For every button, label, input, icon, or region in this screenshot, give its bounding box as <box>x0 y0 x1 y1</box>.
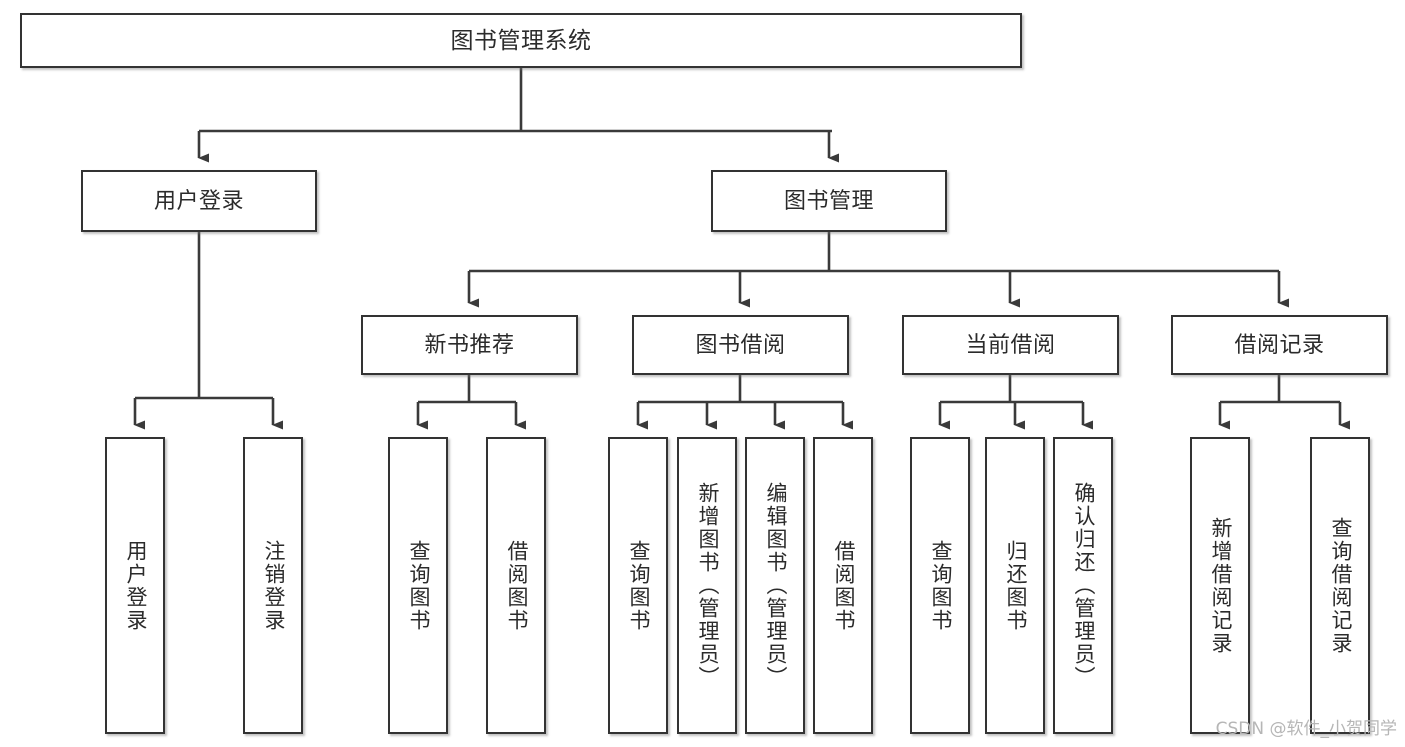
node-label: 图书借阅 <box>695 332 786 358</box>
node-label: 新书推荐 <box>424 332 515 358</box>
node-label: 查询图书 <box>627 539 651 632</box>
node-label: 新增图书（管理员） <box>696 482 720 689</box>
node-book-manage[interactable]: 图书管理 <box>711 170 947 232</box>
node-leaf-borrow-book-2[interactable]: 借阅图书 <box>813 437 873 734</box>
node-user-login[interactable]: 用户登录 <box>81 170 317 232</box>
node-label: 借阅图书 <box>505 539 529 632</box>
node-leaf-query-book-3[interactable]: 查询图书 <box>910 437 970 734</box>
connector-currentborrow-to-leaves <box>938 375 1093 430</box>
node-leaf-confirm-return[interactable]: 确认归还（管理员） <box>1053 437 1113 734</box>
node-leaf-add-book[interactable]: 新增图书（管理员） <box>677 437 737 734</box>
node-label: 查询借阅记录 <box>1329 516 1353 655</box>
node-label: 图书管理系统 <box>450 26 592 53</box>
node-current-borrow[interactable]: 当前借阅 <box>902 315 1119 375</box>
connector-borrowrecord-to-leaves <box>1218 375 1350 430</box>
node-leaf-logout-login[interactable]: 注销登录 <box>243 437 303 734</box>
node-label: 图书管理 <box>783 188 874 214</box>
node-book-borrow[interactable]: 图书借阅 <box>632 315 849 375</box>
node-label: 确认归还（管理员） <box>1072 482 1096 689</box>
node-leaf-borrow-book-1[interactable]: 借阅图书 <box>486 437 546 734</box>
node-label: 当前借阅 <box>965 332 1056 358</box>
node-root-system[interactable]: 图书管理系统 <box>20 13 1022 68</box>
node-new-book-recommend[interactable]: 新书推荐 <box>361 315 578 375</box>
node-label: 用户登录 <box>124 539 148 632</box>
node-leaf-query-record[interactable]: 查询借阅记录 <box>1310 437 1370 734</box>
node-label: 查询图书 <box>929 539 953 632</box>
connector-bookmanage-to-level3 <box>467 232 1289 308</box>
node-label: 注销登录 <box>262 539 286 632</box>
node-label: 用户登录 <box>153 188 244 214</box>
node-label: 借阅图书 <box>832 539 856 632</box>
connector-newbook-to-leaves <box>416 375 526 430</box>
node-label: 归还图书 <box>1004 539 1028 632</box>
connector-bookborrow-to-leaves <box>636 375 853 430</box>
node-leaf-return-book[interactable]: 归还图书 <box>985 437 1045 734</box>
node-label: 借阅记录 <box>1234 332 1325 358</box>
node-borrow-record[interactable]: 借阅记录 <box>1171 315 1388 375</box>
node-leaf-edit-book[interactable]: 编辑图书（管理员） <box>745 437 805 734</box>
connector-root-to-level2 <box>197 68 839 163</box>
node-leaf-query-book-1[interactable]: 查询图书 <box>388 437 448 734</box>
node-label: 编辑图书（管理员） <box>764 482 788 689</box>
connector-userlogin-to-leaves <box>133 232 283 430</box>
node-label: 查询图书 <box>407 539 431 632</box>
node-label: 新增借阅记录 <box>1209 516 1233 655</box>
node-leaf-user-login[interactable]: 用户登录 <box>105 437 165 734</box>
node-leaf-add-record[interactable]: 新增借阅记录 <box>1190 437 1250 734</box>
node-leaf-query-book-2[interactable]: 查询图书 <box>608 437 668 734</box>
